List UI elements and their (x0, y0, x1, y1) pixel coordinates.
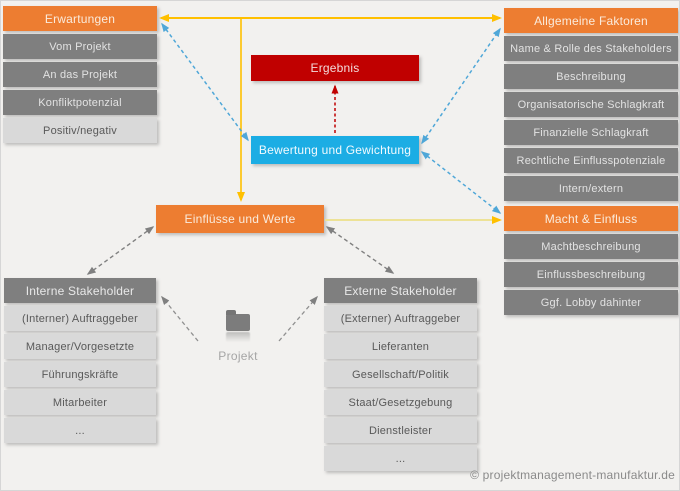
erwartungen-panel: Erwartungen Vom Projekt An das Projekt K… (3, 6, 157, 146)
arrow-projekt-externe (278, 295, 318, 342)
list-item: Einflussbeschreibung (504, 262, 678, 287)
list-item: Vom Projekt (3, 34, 157, 59)
arrow-erwartungen-bewertung (161, 22, 249, 142)
arrow-projekt-interne (161, 295, 199, 342)
list-item: Beschreibung (504, 64, 678, 89)
interne-stakeholder-panel: Interne Stakeholder (Interner) Auftragge… (4, 278, 156, 446)
list-item: Organisatorische Schlagkraft (504, 92, 678, 117)
list-item: Ggf. Lobby dahinter (504, 290, 678, 315)
folder-reflection (226, 332, 250, 342)
bewertung-gewichtung-box: Bewertung und Gewichtung (251, 136, 419, 164)
arrow-einfluesse-interne (86, 226, 155, 275)
einfluesse-werte-box: Einflüsse und Werte (156, 205, 324, 233)
projekt-label: Projekt (218, 349, 258, 363)
list-item: An das Projekt (3, 62, 157, 87)
arrow-bewertung-macht (420, 151, 502, 214)
macht-einfluss-panel: Macht & Einfluss Machtbeschreibung Einfl… (504, 206, 678, 318)
list-item: Finanzielle Schlagkraft (504, 120, 678, 145)
list-item: ... (4, 418, 156, 443)
list-item: Dienstleister (324, 418, 477, 443)
allgemeine-faktoren-header: Allgemeine Faktoren (504, 8, 678, 33)
list-item: Manager/Vorgesetzte (4, 334, 156, 359)
arrow-einfluesse-externe (325, 226, 395, 274)
list-item: Führungskräfte (4, 362, 156, 387)
list-item: Intern/extern (504, 176, 678, 201)
list-item: Staat/Gesetzgebung (324, 390, 477, 415)
projekt-node: Projekt (201, 308, 275, 363)
externe-stakeholder-header: Externe Stakeholder (324, 278, 477, 303)
list-item: Lieferanten (324, 334, 477, 359)
list-item: Name & Rolle des Stakeholders (504, 36, 678, 61)
interne-stakeholder-header: Interne Stakeholder (4, 278, 156, 303)
ergebnis-box: Ergebnis (251, 55, 419, 81)
list-item: Positiv/negativ (3, 118, 157, 143)
externe-stakeholder-panel: Externe Stakeholder (Externer) Auftragge… (324, 278, 477, 474)
list-item: Konfliktpotenzial (3, 90, 157, 115)
macht-einfluss-header: Macht & Einfluss (504, 206, 678, 231)
folder-icon (226, 310, 250, 331)
list-item: (Externer) Auftraggeber (324, 306, 477, 331)
allgemeine-faktoren-panel: Allgemeine Faktoren Name & Rolle des Sta… (504, 8, 678, 204)
list-item: (Interner) Auftraggeber (4, 306, 156, 331)
list-item: Rechtliche Einflusspotenziale (504, 148, 678, 173)
arrow-bewertung-allgemeine (421, 27, 501, 145)
list-item: ... (324, 446, 477, 471)
copyright-text: © projektmanagement-manufaktur.de (470, 468, 675, 482)
list-item: Machtbeschreibung (504, 234, 678, 259)
list-item: Mitarbeiter (4, 390, 156, 415)
list-item: Gesellschaft/Politik (324, 362, 477, 387)
erwartungen-header: Erwartungen (3, 6, 157, 31)
